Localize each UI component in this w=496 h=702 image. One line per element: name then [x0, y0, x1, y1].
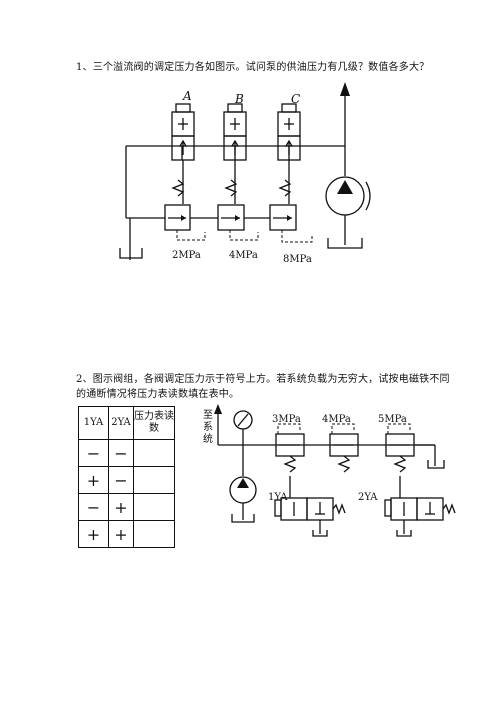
- pressure-reading-table: 1YA 2YA 压力表读数 − − + − − + + +: [78, 406, 175, 548]
- relief-valve-2mpa: [164, 179, 206, 241]
- table-row: + +: [78, 520, 175, 548]
- pressure-label-2mpa: 2MPa: [172, 250, 201, 261]
- table-header-2ya: 2YA: [108, 406, 134, 440]
- question-2-text: 2、图示阀组，各阀调定压力示于符号上方。若系统负载为无穷大，试按电磁铁不同的通断…: [76, 374, 450, 400]
- table-row: + −: [78, 466, 175, 494]
- answer-cell[interactable]: [133, 466, 175, 494]
- pump-tank-icon: [327, 238, 363, 249]
- pressure-label-8mpa: 8MPa: [283, 254, 312, 265]
- table-cell: +: [78, 466, 109, 494]
- table-cell: −: [78, 493, 109, 521]
- answer-cell[interactable]: [133, 439, 175, 467]
- table-cell: +: [78, 520, 109, 548]
- answer-cell[interactable]: [133, 493, 175, 521]
- table-row: − +: [78, 493, 175, 521]
- table-cell: −: [78, 439, 109, 467]
- table-cell: +: [108, 520, 134, 548]
- valve-label-c: C: [291, 92, 300, 106]
- valve-label-b: B: [234, 92, 244, 106]
- table-cell: −: [108, 439, 134, 467]
- answer-cell[interactable]: [133, 520, 175, 548]
- tank-icon: [119, 248, 143, 259]
- table-cell: −: [108, 466, 134, 494]
- directional-valve-c: [277, 103, 301, 204]
- relief-valve-4mpa: [217, 179, 259, 241]
- pressure-label-4mpa: 4MPa: [229, 250, 258, 261]
- table-header-1ya: 1YA: [78, 406, 109, 440]
- relief-valve-8mpa: [269, 179, 313, 243]
- directional-valve-b: [223, 103, 247, 204]
- table-row: − −: [78, 439, 175, 467]
- directional-valve-a: [171, 103, 195, 204]
- valve-label-a: A: [182, 89, 192, 103]
- question-1-text: 1、三个溢流阀的调定压力各如图示。试问泵的供油压力有几级？数值各多大？: [76, 62, 430, 73]
- table-cell: +: [108, 493, 134, 521]
- table-header-gauge-reading: 压力表读数: [133, 406, 175, 440]
